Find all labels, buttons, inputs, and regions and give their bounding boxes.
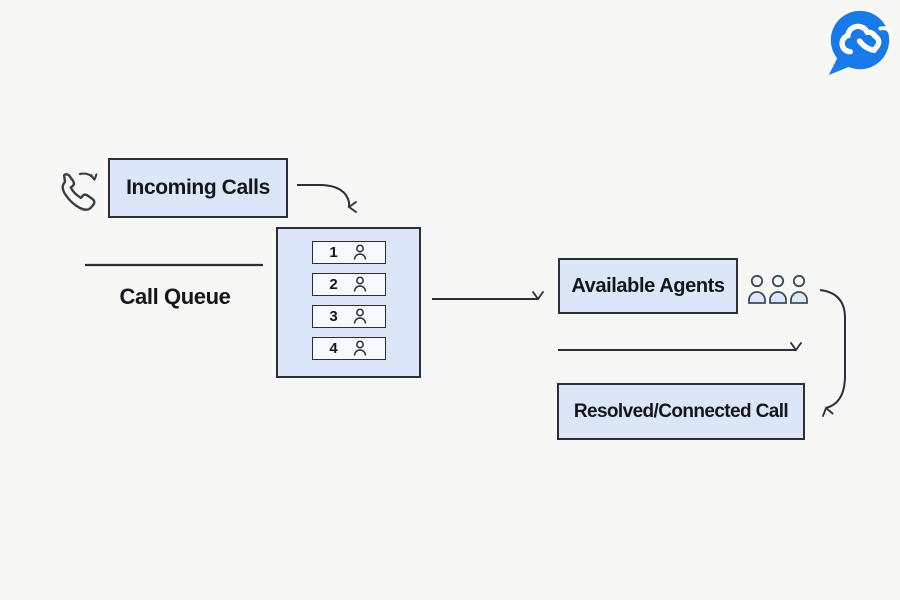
incoming-calls-node: Incoming Calls [108, 158, 288, 218]
queue-slot-number: 4 [329, 340, 338, 357]
person-icon [353, 276, 366, 292]
person-icon [353, 308, 366, 324]
three-agents-icon [748, 274, 808, 304]
arrow-incoming-to-queue [297, 184, 357, 213]
queue-slot-3: 3 [311, 305, 386, 328]
queue-slot-1: 1 [311, 241, 386, 264]
arrow-agents-to-resolved [819, 289, 846, 417]
incoming-calls-label: Incoming Calls [126, 176, 270, 199]
available-agents-label: Available Agents [571, 274, 725, 297]
queue-slot-2: 2 [311, 273, 386, 296]
resolved-connected-call-label: Resolved/Connected Call [573, 400, 789, 422]
available-agents-node: Available Agents [558, 258, 738, 314]
ringing-phone-icon [61, 172, 98, 211]
person-icon [353, 340, 366, 356]
call-queue-label: Call Queue [119, 284, 231, 309]
queue-slot-number: 3 [329, 308, 338, 325]
person-icon [353, 244, 366, 260]
cloudtalk-logo-icon [828, 10, 893, 76]
queue-slot-number: 1 [329, 244, 338, 261]
call-queue-node: 1 2 3 4 [276, 227, 421, 378]
resolved-connected-call-node: Resolved/Connected Call [557, 383, 805, 440]
queue-slot-number: 2 [329, 276, 338, 293]
queue-slot-4: 4 [311, 337, 386, 360]
